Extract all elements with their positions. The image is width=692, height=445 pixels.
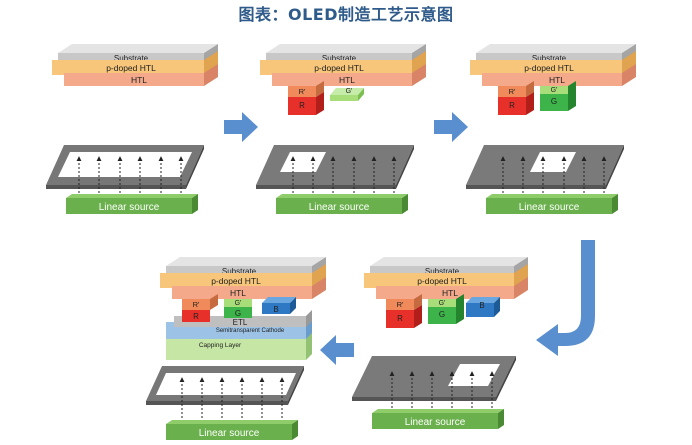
- process-arrow-curved: [536, 240, 595, 356]
- r-prime-label: R': [509, 87, 516, 96]
- process-arrow-right: [224, 112, 258, 142]
- htl-layer: HTL: [376, 277, 528, 299]
- linear-source: Linear source: [276, 194, 408, 214]
- r-label: R: [299, 101, 305, 110]
- g-label: G: [551, 97, 557, 106]
- substrate-label: Substrate: [114, 54, 149, 63]
- panel-step-2: Substrate p-doped HTL HTL R' R G': [256, 44, 426, 214]
- linear-source-label: Linear source: [405, 417, 466, 428]
- g-prime-label: G': [439, 300, 446, 307]
- g-prime-label: G': [235, 300, 242, 307]
- linear-source: Linear source: [166, 420, 298, 440]
- b-label: B: [479, 301, 484, 310]
- p-doped-htl-label: p-doped HTL: [524, 63, 574, 73]
- etl-label: ETL: [233, 318, 248, 327]
- htl-label: HTL: [230, 288, 246, 298]
- linear-source-label: Linear source: [519, 202, 580, 213]
- p-doped-htl-layer: p-doped HTL: [52, 51, 218, 75]
- substrate-label: Substrate: [532, 54, 567, 63]
- htl-label: HTL: [131, 75, 147, 85]
- htl-label: HTL: [339, 75, 355, 85]
- p-doped-htl-layer: p-doped HTL: [260, 51, 426, 75]
- red-subpixel: R' R: [386, 294, 422, 328]
- red-subpixel: R' R: [498, 81, 534, 115]
- p-doped-htl-label: p-doped HTL: [106, 63, 156, 73]
- htl-layer: HTL: [172, 277, 326, 299]
- g-prime-label: G': [551, 87, 558, 94]
- linear-source-label: Linear source: [199, 428, 260, 439]
- green-subpixel: G' G: [224, 299, 252, 318]
- b-label: B: [273, 305, 278, 314]
- g-prime-label: G': [346, 88, 353, 95]
- shadow-mask: [46, 145, 204, 189]
- linear-source: Linear source: [486, 194, 618, 214]
- etl-layer: ETL: [174, 310, 312, 327]
- substrate-label: Substrate: [222, 267, 257, 276]
- htl-layer: HTL: [482, 64, 636, 86]
- g-label: G: [439, 310, 445, 319]
- p-doped-htl-label: p-doped HTL: [314, 63, 364, 73]
- panel-step-3: Substrate p-doped HTL HTL R' R G' G: [466, 44, 636, 214]
- red-subpixel: R' R: [288, 81, 324, 115]
- htl-label: HTL: [549, 75, 565, 85]
- shadow-mask: [256, 145, 414, 189]
- green-subpixel: G' G: [428, 294, 464, 324]
- r-label: R: [397, 314, 403, 323]
- panel-step-1: Substrate p-doped HTL HTL: [46, 44, 218, 214]
- green-subpixel: G' G: [540, 81, 576, 111]
- open-mask: [146, 366, 304, 405]
- p-doped-htl-label: p-doped HTL: [211, 276, 261, 286]
- shadow-mask: [352, 356, 516, 401]
- process-arrow-left: [320, 335, 354, 365]
- linear-source: Linear source: [66, 194, 198, 214]
- green-prime-subpixel: G': [330, 88, 364, 101]
- blue-subpixel: B: [466, 297, 500, 317]
- evaporation-arrows: [290, 156, 397, 197]
- page-title: 图表：OLED制造工艺示意图: [238, 5, 454, 24]
- htl-layer: HTL: [272, 64, 426, 86]
- htl-layer: HTL: [64, 64, 218, 86]
- r-label: R: [193, 312, 199, 321]
- r-prime-label: R': [193, 300, 200, 309]
- p-doped-htl-layer: p-doped HTL: [470, 51, 636, 75]
- evaporation-arrows: [389, 371, 495, 412]
- htl-label: HTL: [442, 288, 458, 298]
- evaporation-arrows: [179, 377, 285, 422]
- panel-step-4: Substrate p-doped HTL HTL R' R G' G: [352, 257, 528, 429]
- panel-step-5: Substrate p-doped HTL HTL Capping Layer …: [146, 257, 326, 440]
- r-label: R: [509, 101, 515, 110]
- p-doped-htl-layer: p-doped HTL: [160, 264, 326, 288]
- substrate-layer: Substrate: [370, 257, 528, 277]
- red-subpixel: R' R: [182, 294, 218, 322]
- blue-subpixel: B: [262, 297, 296, 314]
- r-prime-label: R': [397, 300, 404, 309]
- substrate-label: Substrate: [322, 54, 357, 63]
- linear-source-label: Linear source: [309, 202, 370, 213]
- p-doped-htl-layer: p-doped HTL: [364, 264, 528, 288]
- p-doped-htl-label: p-doped HTL: [417, 276, 467, 286]
- linear-source-label: Linear source: [99, 202, 160, 213]
- linear-source: Linear source: [372, 409, 504, 429]
- g-label: G: [235, 309, 241, 318]
- evaporation-arrows: [76, 156, 184, 197]
- r-prime-label: R': [299, 87, 306, 96]
- capping-label: Capping Layer: [199, 342, 242, 349]
- process-arrow-right: [434, 112, 468, 142]
- shadow-mask: [466, 145, 624, 189]
- substrate-label: Substrate: [425, 267, 460, 276]
- evaporation-arrows: [500, 156, 607, 197]
- cathode-label: Semitransparent Cathode: [216, 328, 285, 334]
